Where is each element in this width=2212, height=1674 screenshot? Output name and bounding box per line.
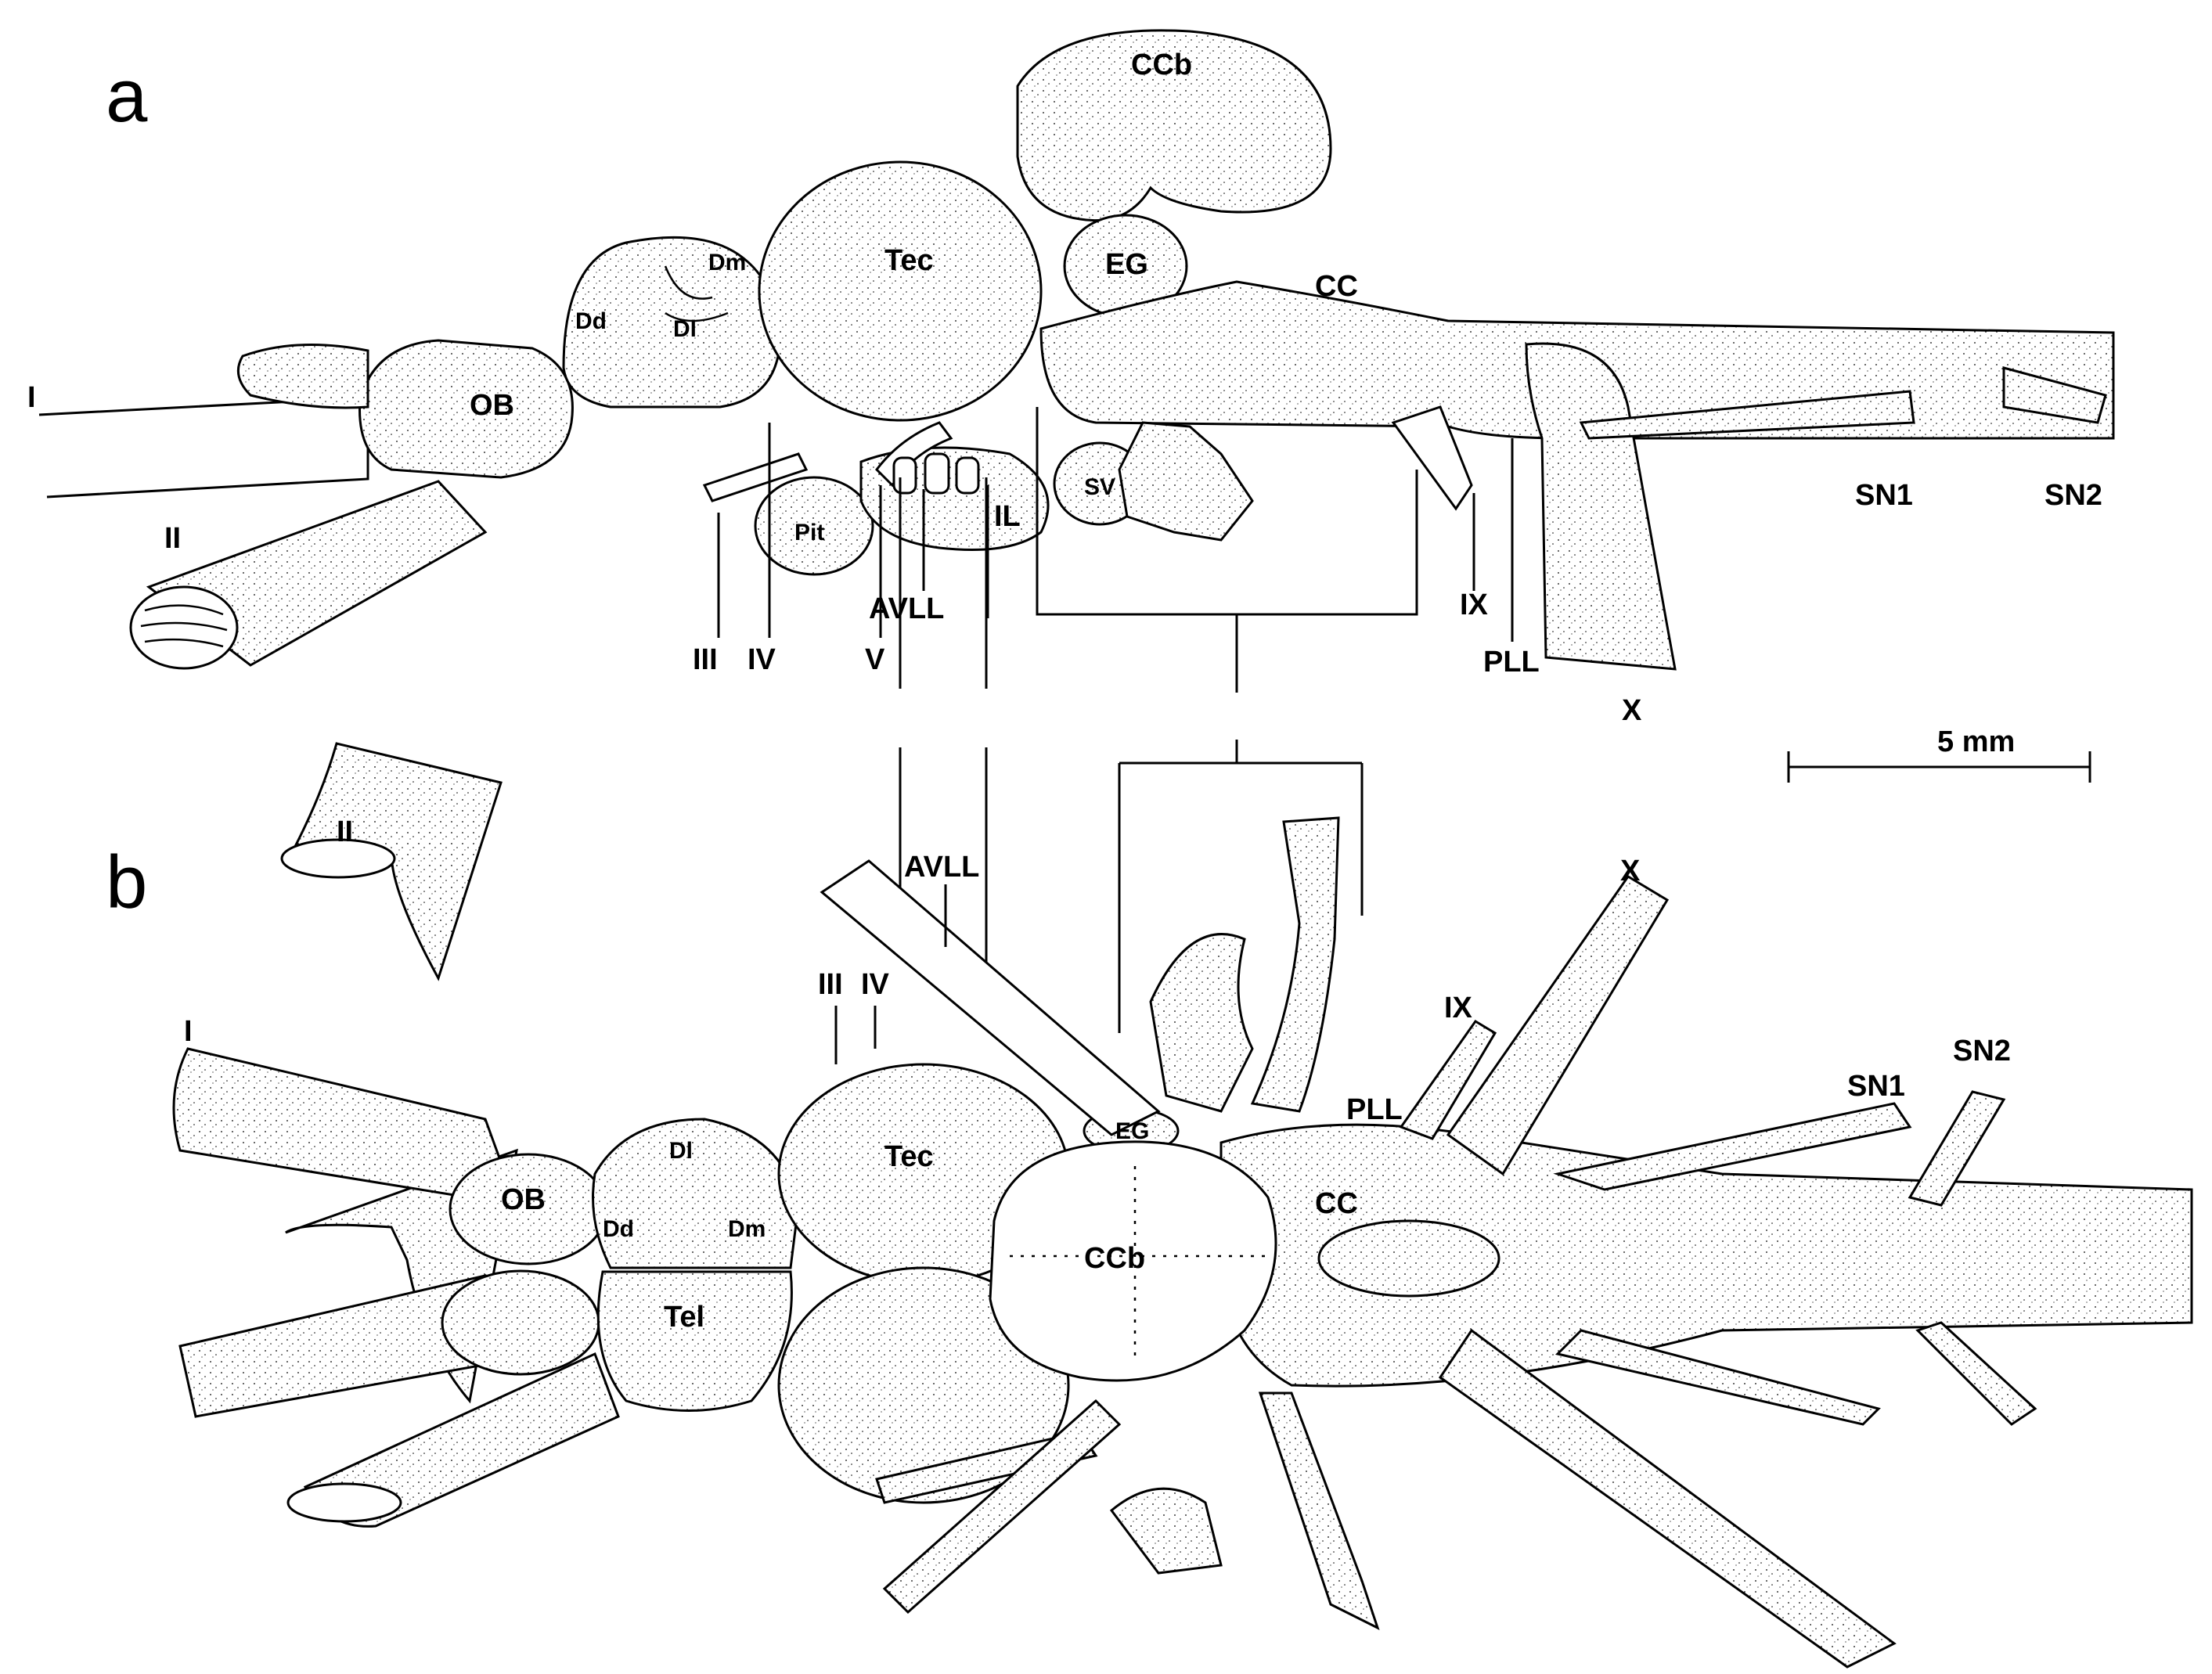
panel-a: a CCb Tec EG CC Dm Dd Dl OB I II Pit IL … [27, 29, 2115, 727]
label-a-I: I [27, 381, 36, 414]
label-a-OB: OB [470, 389, 514, 422]
label-a-EG: EG [1105, 248, 1148, 281]
optic-nerve-cut-end-upper [280, 838, 396, 879]
shared-leaders [899, 407, 1418, 1033]
label-b-III: III [818, 968, 843, 1001]
label-b-PLL: PLL [1346, 1093, 1403, 1126]
scale-bar-label: 5 mm [1937, 725, 2015, 758]
panel-b-letter: b [106, 841, 147, 924]
label-b-SN1: SN1 [1847, 1070, 1905, 1103]
label-b-Dl: Dl [669, 1138, 693, 1164]
label-b-CCb: CCb [1084, 1242, 1145, 1275]
olfactory-nerve-shape [38, 396, 369, 499]
label-a-CC: CC [1315, 270, 1358, 303]
olfactory-bulb-shape [358, 339, 574, 479]
label-b-IV: IV [861, 968, 890, 1001]
tectum-b-lower-shape [777, 1266, 1070, 1504]
label-b-CC: CC [1315, 1187, 1358, 1220]
label-a-SN1: SN1 [1855, 479, 1913, 512]
label-a-PLL: PLL [1483, 646, 1540, 679]
vagus-nerve-b-shape [1446, 874, 1670, 1176]
label-a-Dm: Dm [708, 250, 746, 275]
olfactory-nerve-upper-shape [172, 1047, 519, 1207]
label-a-II: II [164, 522, 181, 555]
label-a-Dd: Dd [575, 308, 607, 334]
label-a-SN2: SN2 [2044, 479, 2102, 512]
label-a-V: V [865, 643, 885, 676]
label-b-Dd: Dd [603, 1216, 634, 1242]
vagus-nerve-shape [1525, 342, 1677, 671]
fourth-ventricle-shape [1317, 1219, 1500, 1298]
label-a-IV: IV [748, 643, 776, 676]
label-b-Tel: Tel [664, 1301, 704, 1334]
label-b-OB: OB [501, 1183, 546, 1216]
label-a-III: III [693, 643, 718, 676]
lateral-line-nerve-bundle-shape [820, 859, 1161, 1136]
panel-a-letter: a [106, 54, 148, 138]
label-a-Dl: Dl [673, 316, 697, 342]
optic-nerve-cut-end-lower [286, 1482, 402, 1523]
corpus-cerebelli-b-shape [989, 1140, 1277, 1382]
label-a-IL: IL [994, 500, 1021, 533]
corpus-cerebelli-shape [1016, 29, 1332, 222]
label-b-SN2: SN2 [1953, 1035, 2011, 1067]
label-b-Tec: Tec [884, 1140, 934, 1173]
scale-bar: 5 mm [1787, 725, 2091, 783]
tectum-shape [758, 160, 1043, 422]
label-b-IX: IX [1444, 992, 1473, 1024]
label-a-IX: IX [1460, 589, 1489, 621]
label-b-EG: EG [1115, 1118, 1149, 1144]
panel-b: b II I OB Dl Dd Dm Tel III IV AVLL Tec E… [106, 742, 2193, 1669]
label-b-II: II [337, 815, 353, 848]
label-a-Pit: Pit [794, 520, 824, 545]
label-a-CCb: CCb [1131, 49, 1192, 81]
label-b-X: X [1620, 855, 1641, 887]
label-b-Dm: Dm [728, 1216, 766, 1242]
telencephalon-b-shape [592, 1118, 800, 1269]
label-a-SV: SV [1084, 474, 1115, 500]
label-a-X: X [1622, 694, 1642, 727]
label-b-I: I [184, 1015, 193, 1048]
pituitary-shape [754, 476, 874, 576]
label-b-AVLL: AVLL [904, 851, 979, 884]
label-a-Tec: Tec [884, 244, 934, 277]
